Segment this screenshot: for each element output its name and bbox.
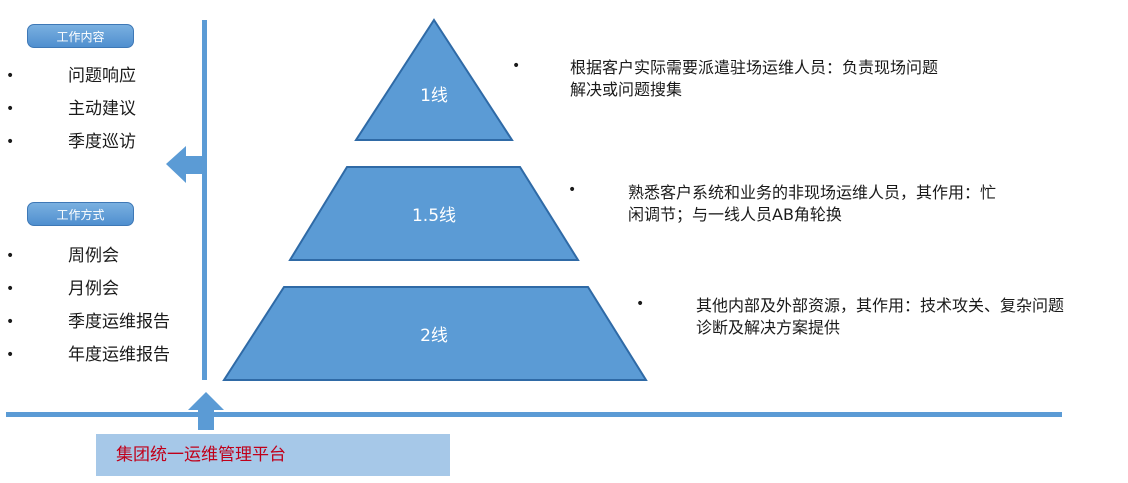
horizontal-baseline [6, 412, 1062, 417]
bullet: • [6, 314, 15, 330]
tier-2-description: 其他内部及外部资源，其作用：技术攻关、复杂问题 诊断及解决方案提供 [696, 295, 1064, 339]
tier-1-description: 根据客户实际需要派遣驻场运维人员：负责现场问题 解决或问题搜集 [570, 57, 938, 101]
description-line: 闲调节；与一线人员AB角轮换 [628, 205, 842, 224]
desc-bullet: • [636, 296, 645, 312]
description-line: 诊断及解决方案提供 [696, 318, 841, 337]
bullet: • [6, 68, 15, 84]
tier-1-5-label: 1.5线 [411, 206, 457, 226]
tier-1-shape [354, 18, 514, 141]
tier-2-shape [222, 286, 648, 381]
tier-2-label: 2线 [420, 326, 448, 346]
tier-1-5-description: 熟悉客户系统和业务的非现场运维人员，其作用：忙 闲调节；与一线人员AB角轮换 [628, 182, 996, 226]
list-item-text: 主动建议 [68, 99, 136, 119]
bullet: • [6, 248, 15, 264]
list-item-text: 问题响应 [68, 66, 136, 86]
left-arrow-icon [166, 146, 203, 183]
platform-box: 集团统一运维管理平台 [96, 434, 450, 476]
list-item-text: 年度运维报告 [68, 345, 170, 365]
list-item-text: 季度巡访 [68, 132, 136, 152]
bullet: • [6, 347, 15, 363]
tier-1-5-shape [288, 166, 580, 261]
description-line: 熟悉客户系统和业务的非现场运维人员，其作用：忙 [628, 183, 997, 202]
platform-label: 集团统一运维管理平台 [116, 445, 286, 465]
vertical-divider-line [202, 20, 207, 380]
desc-bullet: • [568, 182, 577, 198]
up-arrow-icon [188, 392, 224, 430]
work-content-header: 工作内容 [27, 24, 134, 48]
bullet: • [6, 134, 15, 150]
description-line: 其他内部及外部资源，其作用：技术攻关、复杂问题 [696, 296, 1065, 315]
list-item-text: 月例会 [68, 279, 119, 299]
bullet: • [6, 101, 15, 117]
description-line: 根据客户实际需要派遣驻场运维人员：负责现场问题 [570, 58, 939, 77]
tier-1-label: 1线 [420, 86, 448, 106]
list-item-text: 季度运维报告 [68, 312, 170, 332]
desc-bullet: • [512, 58, 521, 74]
bullet: • [6, 281, 15, 297]
description-line: 解决或问题搜集 [570, 80, 683, 99]
work-method-header: 工作方式 [27, 202, 134, 226]
list-item-text: 周例会 [68, 246, 119, 266]
